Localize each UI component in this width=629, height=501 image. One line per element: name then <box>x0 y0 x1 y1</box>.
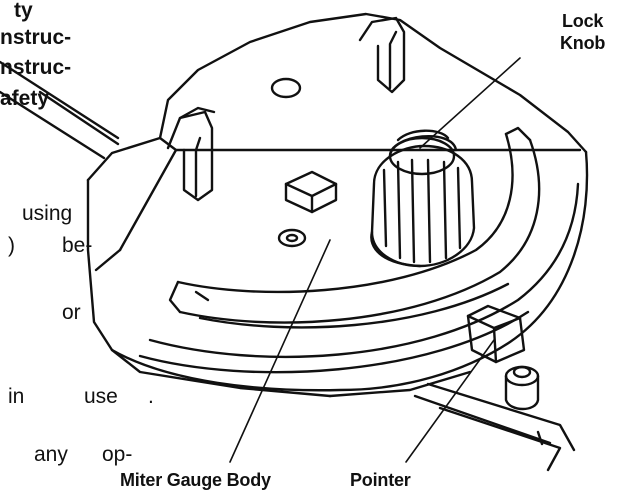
lock-knob-label-line1: Lock <box>562 11 604 31</box>
pointer-part <box>466 304 526 364</box>
miter-gauge-body-label: Miter Gauge Body <box>120 470 271 490</box>
pointer-leader <box>405 339 495 463</box>
pointer-label: Pointer <box>350 470 411 490</box>
clipped-text-line7: or <box>62 301 81 324</box>
clipped-text-line3: nstruc- <box>0 56 72 79</box>
lock-knob-leader <box>419 57 521 149</box>
clipped-text-line9b: op- <box>102 443 133 466</box>
clipped-text-line5: using <box>22 202 73 225</box>
miter-bar-right <box>413 382 576 472</box>
top-hole <box>270 77 302 99</box>
clipped-text-line8a: in <box>8 385 25 408</box>
miter-gauge-body-leader <box>229 239 331 463</box>
lock-knob <box>370 129 476 268</box>
clipped-text-line2: nstruc- <box>0 26 72 49</box>
surface-tab <box>284 170 338 214</box>
face-ear-left <box>166 106 216 202</box>
front-arc-rib <box>138 182 580 374</box>
clipped-text-line8b: use <box>84 385 118 408</box>
clipped-text-line6b: be- <box>62 234 93 257</box>
miter-gauge-body-outline <box>86 12 589 398</box>
bar-bolt <box>504 365 540 411</box>
clipped-text-line9a: any <box>34 443 68 466</box>
face-ear-right <box>358 16 406 94</box>
clipped-text-line4: afety <box>0 87 50 110</box>
curved-slot <box>168 126 541 329</box>
lock-knob-label-line2: Knob <box>560 33 606 53</box>
pivot-hole <box>277 228 307 248</box>
miter-bar-left <box>0 60 120 160</box>
clipped-text-line8c: . <box>148 385 154 408</box>
clipped-text-line6a: ) <box>8 234 15 257</box>
clipped-text-line1: ty <box>14 0 33 22</box>
